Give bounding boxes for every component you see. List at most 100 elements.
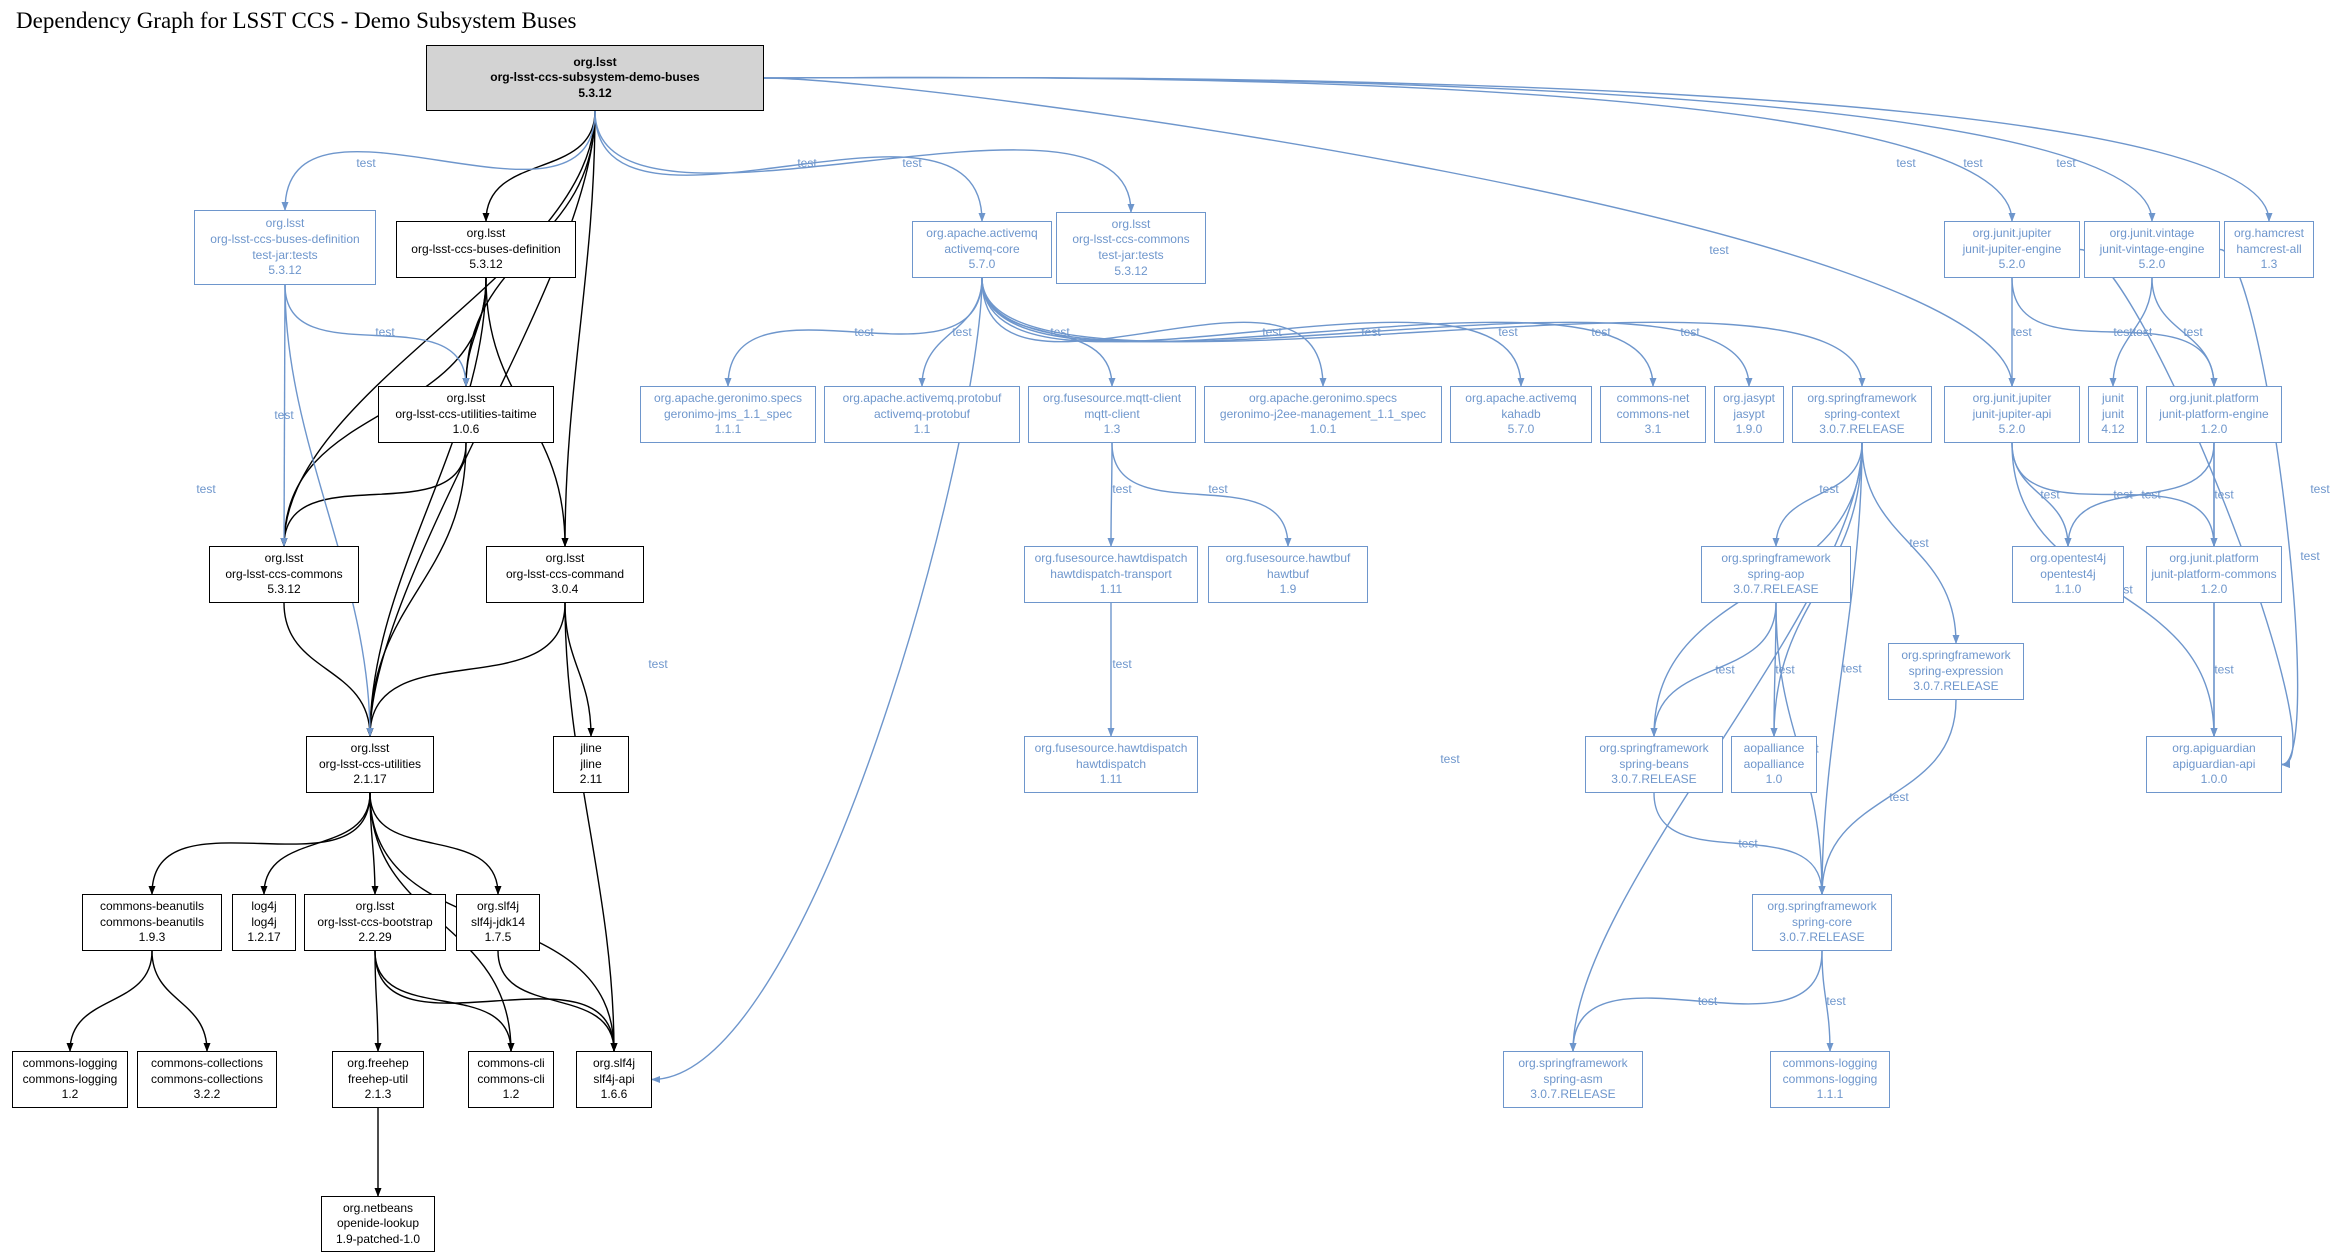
edge-spring-core-to-commons-logging-111 xyxy=(1821,950,1834,1052)
edge-test-label: test xyxy=(2113,583,2133,597)
edge-test-label: test xyxy=(1698,994,1718,1008)
edge-spring-context-to-spring-aop xyxy=(1772,442,1863,547)
edge-spring-context-to-spring-expression xyxy=(1861,442,1960,644)
edge-test-label: test xyxy=(1715,663,1735,677)
edge-buses-definition-to-ccs-commons xyxy=(280,277,487,547)
edge-test-label: test xyxy=(2012,325,2032,339)
edge-root-to-junit-jupiter-api xyxy=(763,77,2016,387)
edge-root-to-commons-tests xyxy=(594,110,1135,213)
edge-ccs-utilities-to-slf4j-api xyxy=(369,792,618,1052)
edge-bootstrap-to-slf4j-api xyxy=(374,950,618,1052)
edge-test-label: test xyxy=(1591,325,1611,339)
edge-activemq-core-to-jasypt xyxy=(981,277,1753,387)
edge-activemq-core-to-activemq-protobuf xyxy=(918,277,983,387)
edge-test-label: test xyxy=(2214,583,2234,597)
edge-ccs-utilities-to-commons-cli xyxy=(369,792,515,1052)
edge-test-label: test xyxy=(1819,482,1839,496)
edge-buses-definition-to-ccs-command xyxy=(485,277,569,547)
edge-test-label: test xyxy=(1709,243,1729,257)
edge-junit-jupiter-engine-to-junit-platform-engine xyxy=(2011,277,2218,387)
edge-test-label: test xyxy=(648,657,668,671)
edge-test-label: test xyxy=(1758,583,1778,597)
edge-test-label: test xyxy=(375,325,395,339)
edge-root-to-junit-jupiter-engine xyxy=(763,76,2016,222)
edge-buses-def-tests-to-ccs-commons xyxy=(280,284,288,547)
edge-test-label: test xyxy=(1112,482,1132,496)
edge-test-label: test xyxy=(1896,156,1916,170)
edge-test-label: test xyxy=(1842,662,1862,676)
graph-title: Dependency Graph for LSST CCS - Demo Sub… xyxy=(16,8,577,33)
edge-spring-beans-to-spring-core xyxy=(1653,792,1826,895)
edge-activemq-core-to-kahadb xyxy=(981,277,1525,387)
edge-junit-jupiter-api-to-junit-platform-commons xyxy=(2011,442,2218,547)
edge-slf4j-jdk14-to-slf4j-api xyxy=(497,950,618,1052)
edge-test-label: test xyxy=(196,482,216,496)
edge-beanutils-to-commons-logging-12 xyxy=(66,950,153,1052)
edge-test-label: test xyxy=(1963,156,1983,170)
edge-test-label: test xyxy=(1799,742,1819,756)
edge-test-label: test xyxy=(2300,549,2320,563)
edge-ccs-utilities-to-beanutils xyxy=(148,792,371,895)
edge-test-label: test xyxy=(274,408,294,422)
edge-root-to-hamcrest-all xyxy=(763,76,2273,222)
edge-test-label: test xyxy=(952,325,972,339)
edge-junit-platform-engine-to-opentest4j xyxy=(2064,442,2215,547)
edge-test-label: test xyxy=(1208,482,1228,496)
edge-test-label: test xyxy=(2133,325,2153,339)
edge-activemq-core-to-slf4j-api xyxy=(651,277,983,1083)
edge-root-to-ccs-command xyxy=(561,110,596,547)
edge-bootstrap-to-freehep-util xyxy=(374,950,382,1052)
edge-test-label: test xyxy=(2310,482,2330,496)
edge-ccs-commons-to-ccs-utilities xyxy=(283,602,374,737)
edge-taitime-to-ccs-utilities xyxy=(366,442,467,737)
edge-root-to-buses-def-tests xyxy=(281,110,596,211)
edge-activemq-core-to-spring-context xyxy=(981,277,1866,387)
edge-test-label: test xyxy=(854,325,874,339)
edge-test-label: test xyxy=(1440,752,1460,766)
edge-test-label: test xyxy=(1889,790,1909,804)
edge-test-label: test xyxy=(1738,837,1758,851)
edge-buses-definition-to-ccs-utilities xyxy=(366,277,487,737)
edge-bootstrap-to-commons-cli xyxy=(374,950,515,1052)
edge-test-label: test xyxy=(902,156,922,170)
edge-taitime-to-ccs-commons xyxy=(280,442,467,547)
edge-test-label: test xyxy=(1818,583,1838,597)
edge-test-label: test xyxy=(2183,325,2203,339)
edge-root-to-ccs-commons xyxy=(280,110,596,547)
edge-test-label: test xyxy=(356,156,376,170)
edge-ccs-utilities-to-slf4j-jdk14 xyxy=(369,792,502,895)
edge-spring-expression-to-spring-core xyxy=(1818,699,1957,895)
edge-ccs-command-to-jline xyxy=(564,602,595,737)
edge-mqtt-client-to-hawtdispatch-transport xyxy=(1107,442,1115,547)
edge-activemq-core-to-commons-net xyxy=(981,277,1657,387)
edge-root-to-activemq-core xyxy=(594,110,986,222)
edge-test-label: test xyxy=(2113,325,2133,339)
edge-junit-vintage-engine-to-junit xyxy=(2109,277,2153,387)
edge-test-label: test xyxy=(2141,488,2161,502)
edge-spring-context-to-spring-core xyxy=(1818,442,1863,895)
edge-test-label: test xyxy=(2214,488,2234,502)
edge-buses-definition-to-taitime xyxy=(462,277,487,387)
edge-test-label: test xyxy=(1909,536,1929,550)
edge-test-label: test xyxy=(1112,657,1132,671)
edge-buses-def-tests-to-taitime xyxy=(284,284,470,387)
edge-ccs-command-to-ccs-utilities xyxy=(366,602,566,737)
edge-junit-vintage-engine-to-apiguardian-api xyxy=(2219,248,2299,768)
edge-test-label: test xyxy=(2214,663,2234,677)
edge-root-to-buses-definition xyxy=(482,110,596,222)
edge-spring-aop-to-spring-beans xyxy=(1650,602,1777,737)
edge-mqtt-client-to-hawtbuf xyxy=(1111,442,1292,547)
edge-beanutils-to-commons-collections xyxy=(151,950,211,1052)
edge-root-to-junit-vintage-engine xyxy=(763,76,2156,222)
edge-buses-def-tests-to-ccs-utilities xyxy=(284,284,374,737)
edge-junit-vintage-engine-to-junit-platform-engine xyxy=(2151,277,2218,387)
edge-spring-core-to-spring-asm xyxy=(1569,950,1823,1052)
edge-root-to-taitime xyxy=(462,110,596,387)
edge-test-label: test xyxy=(1680,325,1700,339)
edge-test-label: test xyxy=(1775,663,1795,677)
edge-ccs-utilities-to-log4j xyxy=(260,792,371,895)
edge-test-label: test xyxy=(1498,325,1518,339)
edge-test-label: test xyxy=(1826,994,1846,1008)
